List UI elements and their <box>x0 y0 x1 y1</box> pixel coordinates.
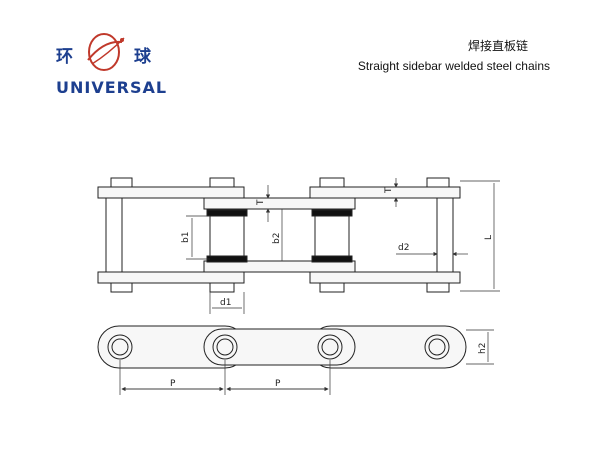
globe-icon <box>87 33 125 71</box>
top-view-labels: T T b1 b2 d2 L d1 <box>181 187 494 308</box>
dim-h2: h2 <box>478 343 488 354</box>
brand-logo: 环 球 UNIVERSAL <box>48 30 168 100</box>
logo-cn-left: 环 <box>56 47 73 67</box>
dim-b2: b2 <box>272 233 282 244</box>
title-chinese: 焊接直板链 <box>467 39 528 53</box>
title-english: Straight sidebar welded steel chains <box>357 59 550 73</box>
dim-T-outer: T <box>384 187 394 194</box>
logo-wordmark: UNIVERSAL <box>56 78 168 97</box>
side-view <box>97 325 467 369</box>
side-view-dimensions <box>119 329 494 395</box>
dim-P-1: P <box>170 379 176 389</box>
logo-cn-right: 球 <box>134 47 151 67</box>
dim-T-inner: T <box>256 199 266 206</box>
dim-d2: d2 <box>398 243 409 253</box>
top-view <box>97 177 461 293</box>
dim-d1: d1 <box>220 298 231 308</box>
dim-b1: b1 <box>181 232 191 243</box>
side-view-labels: P P h2 <box>170 343 488 389</box>
dim-L: L <box>484 235 494 240</box>
top-view-dimensions <box>186 178 500 314</box>
dim-P-2: P <box>275 379 281 389</box>
